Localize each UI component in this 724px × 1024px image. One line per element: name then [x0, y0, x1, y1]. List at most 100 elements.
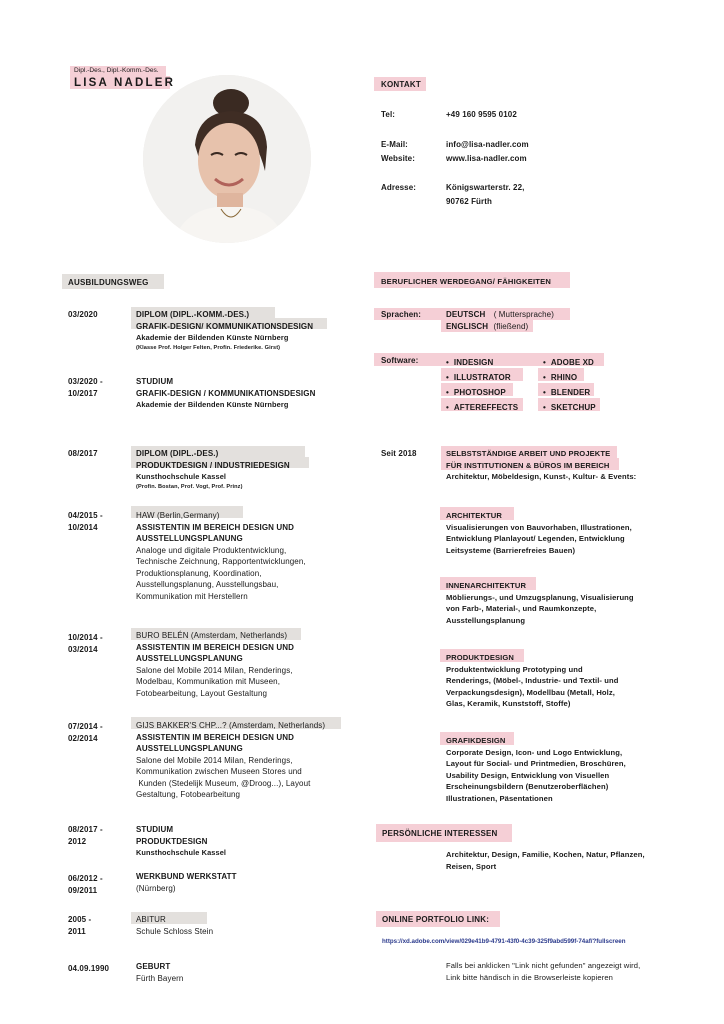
entry-date: 03/2020 - 10/2017 — [68, 376, 103, 399]
section-line: Erscheinungsbildern (Benutzeroberflächen… — [446, 782, 609, 791]
entry-line: Technische Zeichnung, Rapportentwicklung… — [136, 557, 306, 566]
selbst-highlight — [441, 458, 619, 470]
werdegang-heading-highlight — [374, 272, 570, 288]
entry-line: Fotobearbeitung, Layout Gestaltung — [136, 688, 268, 698]
entry-date-start: 07/2014 - — [68, 722, 103, 731]
skill-section-innenarchitektur: INNENARCHITEKTUR Möblierungs-, und Umzug… — [446, 580, 634, 626]
entry-date-end: 2012 — [68, 836, 87, 846]
education-entry: STUDIUM PRODUKTDESIGN Kunsthochschule Ka… — [136, 824, 226, 859]
sprachen-label: Sprachen: — [381, 310, 422, 319]
entry-highlight — [131, 717, 341, 729]
section-title: GRAFIKDESIGN — [446, 736, 506, 745]
entry-line: HAW (Berlin,Germany) — [136, 511, 220, 520]
entry-date-end: 10/2017 — [68, 388, 98, 398]
kontakt-heading: KONTAKT — [381, 80, 421, 89]
entry-highlight — [131, 628, 301, 640]
tel-value: +49 160 9595 0102 — [446, 110, 517, 119]
entry-line: ASSISTENTIN IM BEREICH DESIGN UND — [136, 522, 294, 532]
entry-line: WERKBUND WERKSTATT — [136, 872, 237, 881]
education-entry: GEBURT Fürth Bayern — [136, 961, 183, 984]
section-line: Möblierungs-, und Umzugsplanung, Visuali… — [446, 592, 634, 602]
software-item: PHOTOSHOP — [446, 385, 518, 400]
interessen-list: Architektur, Design, Familie, Kochen, Na… — [446, 849, 645, 872]
entry-line: ASSISTENTIN IM BEREICH DESIGN UND — [136, 732, 294, 742]
portfolio-note-line: Falls bei anklicken "Link nicht gefunden… — [446, 961, 641, 970]
entry-date: 2005 - 2011 — [68, 914, 91, 937]
sprache-row: ENGLISCH (fließend) — [446, 321, 528, 333]
ausbildung-heading: AUSBILDUNGSWEG — [68, 278, 149, 287]
entry-date: 10/2014 - 03/2014 — [68, 632, 103, 655]
education-entry: STUDIUM GRAFIK-DESIGN / KOMMUNIKATIONSDE… — [136, 376, 315, 411]
software-item: INDESIGN — [446, 355, 518, 370]
website-value[interactable]: www.lisa-nadler.com — [446, 154, 527, 163]
address-label: Adresse: — [381, 183, 417, 192]
entry-date: 07/2014 - 02/2014 — [68, 721, 103, 744]
section-line: Visualisierungen von Bauvorhaben, Illust… — [446, 522, 632, 532]
section-line: Entwicklung Planlayout/ Legenden, Entwic… — [446, 534, 625, 543]
entry-date-end: 02/2014 — [68, 733, 98, 743]
entry-line: Schule Schloss Stein — [136, 926, 214, 936]
software-item: AFTEREFFECTS — [446, 400, 518, 415]
entry-line: ABITUR — [136, 915, 166, 924]
portrait-illustration — [143, 75, 311, 243]
entry-line: AUSSTELLUNGSPLANUNG — [136, 534, 243, 543]
section-line: Corporate Design, Icon- und Logo Entwick… — [446, 747, 623, 757]
entry-date-start: 03/2020 - — [68, 377, 103, 386]
entry-highlight — [131, 318, 327, 329]
entry-date-end: 10/2014 — [68, 522, 98, 532]
section-line: Illustrationen, Päsentationen — [446, 793, 553, 803]
portfolio-link[interactable]: https://xd.adobe.com/view/029e41b9-4791-… — [382, 938, 626, 945]
interessen-line: Architektur, Design, Familie, Kochen, Na… — [446, 850, 645, 859]
section-line: von Farb-, Material-, und Raumkonzepte, — [446, 604, 597, 613]
entry-line: AUSSTELLUNGSPLANUNG — [136, 744, 243, 753]
education-entry: ABITUR Schule Schloss Stein — [136, 914, 213, 937]
section-line: Verpackungsdesign), Modellbau (Metall, H… — [446, 687, 615, 697]
sprache-name: DEUTSCH — [446, 310, 486, 319]
entry-line: Fürth Bayern — [136, 973, 184, 983]
selbst-block: SELBSTSTÄNDIGE ARBEIT UND PROJEKTE FÜR I… — [446, 448, 636, 483]
section-line: Usability Design, Entwicklung von Visuel… — [446, 770, 610, 780]
entry-line: AUSSTELLUNGSPLANUNG — [136, 654, 243, 663]
email-value[interactable]: info@lisa-nadler.com — [446, 140, 529, 149]
entry-line: GRAFIK-DESIGN / KOMMUNIKATIONSDESIGN — [136, 388, 316, 398]
sprachen-highlight — [374, 308, 570, 320]
entry-date-start: 10/2014 - — [68, 633, 103, 642]
entry-line: DIPLOM (DIPL.-DES.) — [136, 449, 219, 458]
entry-line: Modelbau, Kommunikation mit Museen, — [136, 677, 281, 686]
entry-line: (Nürnberg) — [136, 883, 176, 893]
entry-line: STUDIUM — [136, 825, 174, 834]
entry-small: (Klasse Prof. Holger Felten, Profin. Fri… — [136, 344, 281, 351]
entry-highlight — [131, 912, 207, 924]
entry-line: ASSISTENTIN IM BEREICH DESIGN UND — [136, 642, 294, 652]
software-list-2: ADOBE XD RHINO BLENDER SKETCHUP — [543, 355, 596, 415]
interessen-heading: PERSÖNLICHE INTERESSEN — [382, 829, 498, 838]
entry-date-start: 2005 - — [68, 915, 92, 924]
interessen-line: Reisen, Sport — [446, 861, 497, 871]
entry-date-start: 06/2012 - — [68, 874, 103, 883]
entry-line: Kommunikation mit Herstellern — [136, 591, 248, 601]
interessen-heading-highlight — [376, 824, 512, 842]
section-title: PRODUKTDESIGN — [446, 653, 514, 662]
sprache-note: (fließend) — [493, 322, 529, 331]
person-name: LISA NADLER — [74, 77, 176, 89]
entry-highlight — [131, 307, 275, 318]
software-label: Software: — [381, 356, 419, 365]
skill-section-grafikdesign: GRAFIKDESIGN Corporate Design, Icon- und… — [446, 735, 626, 804]
entry-line: PRODUKTDESIGN — [136, 836, 208, 846]
sprachen-highlight — [441, 320, 533, 332]
address-line1: Königswarterstr. 22, — [446, 183, 525, 192]
entry-line: Salone del Mobile 2014 Milan, Renderings… — [136, 755, 293, 765]
software-item: ILLUSTRATOR — [446, 370, 518, 385]
software-item: RHINO — [543, 370, 596, 385]
entry-date-start: 08/2017 - — [68, 825, 103, 834]
section-line: Renderings, (Möbel-, Industrie- und Text… — [446, 676, 619, 685]
selbst-line: FÜR INSTITUTIONEN & BÜROS IM BEREICH — [446, 460, 610, 470]
section-line: Layout für Social- und Printmedien, Bros… — [446, 759, 626, 768]
selbst-line: Architektur, Möbeldesign, Kunst-, Kultur… — [446, 472, 637, 481]
entry-date: 06/2012 - 09/2011 — [68, 873, 103, 896]
entry-date-end: 2011 — [68, 926, 86, 936]
werdegang-heading: BERUFLICHER WERDEGANG/ FÄHIGKEITEN — [381, 277, 552, 286]
entry-line: BURO BELÉN (Amsterdam, Netherlands) — [136, 631, 288, 640]
entry-date: 03/2020 — [68, 310, 98, 319]
entry-line: Kunsthochschule Kassel — [136, 848, 227, 857]
